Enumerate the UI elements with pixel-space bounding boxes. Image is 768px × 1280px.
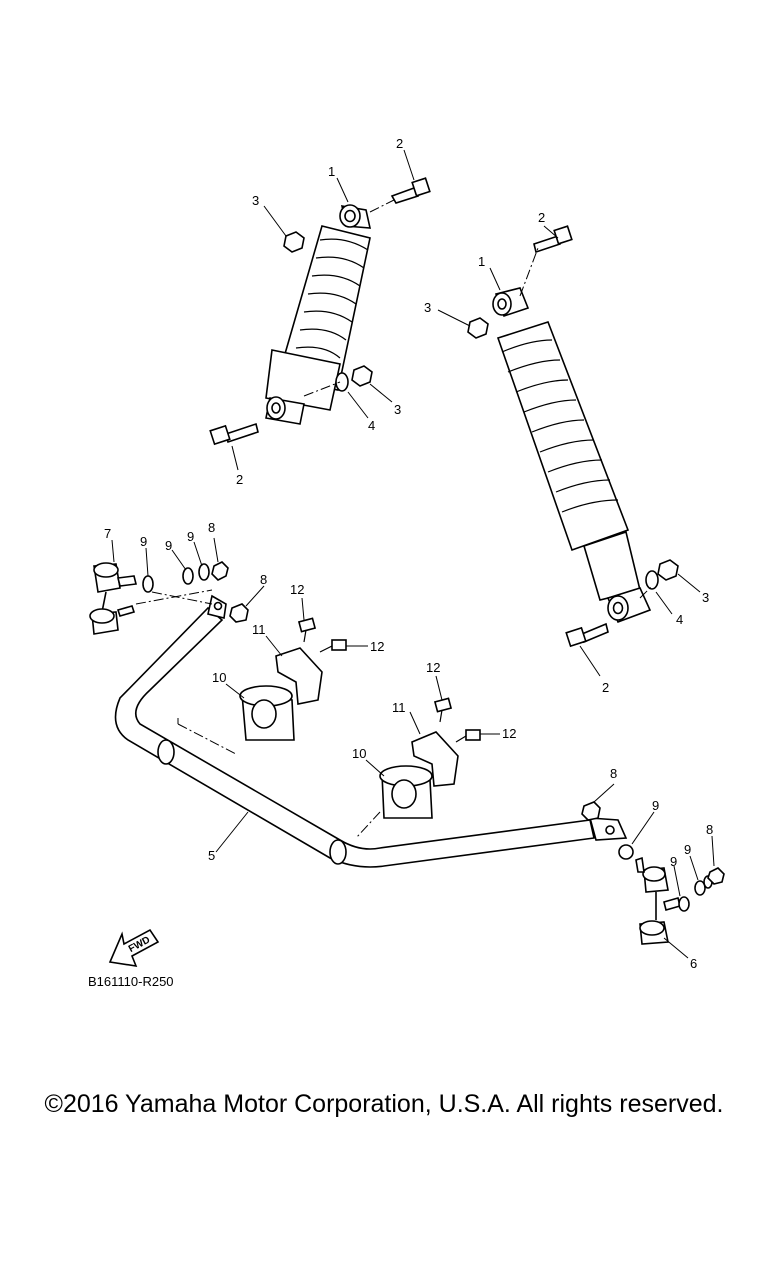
copyright-notice: ©2016 Yamaha Motor Corporation, U.S.A. A…: [44, 1090, 724, 1118]
leader-lines: [111, 149, 715, 959]
callout-9: 9: [187, 529, 194, 544]
callout-10: 10: [212, 670, 226, 685]
callout-2: 2: [538, 210, 545, 225]
callout-12: 12: [290, 582, 304, 597]
callout-1: 1: [328, 164, 335, 179]
callout-3: 3: [424, 300, 431, 315]
stabilizer-bar: [114, 594, 628, 868]
right-shock-absorber: [467, 225, 679, 648]
callout-4: 4: [676, 612, 683, 627]
link-rod-left: [89, 561, 249, 635]
callout-11: 11: [392, 700, 406, 715]
bushing-left: [239, 685, 295, 741]
callout-12: 12: [502, 726, 516, 741]
callout-2: 2: [602, 680, 609, 695]
bracket-left: [275, 617, 347, 705]
callout-8: 8: [260, 572, 267, 587]
callout-8: 8: [208, 520, 215, 535]
left-shock-absorber: [209, 177, 431, 446]
callout-7: 7: [104, 526, 111, 541]
callout-12: 12: [426, 660, 440, 675]
bushing-right: [379, 765, 433, 819]
callout-3: 3: [702, 590, 709, 605]
callout-2: 2: [396, 136, 403, 151]
callouts: 1 2 3 2 4 3 1 2 3 2 4 3 7 9 9 9 8 8 12 1…: [104, 136, 713, 971]
callout-3: 3: [394, 402, 401, 417]
callout-9: 9: [140, 534, 147, 549]
callout-12: 12: [370, 639, 384, 654]
callout-4: 4: [368, 418, 375, 433]
link-rod-right: [581, 801, 725, 945]
callout-9: 9: [652, 798, 659, 813]
callout-9: 9: [684, 842, 691, 857]
fwd-arrow-icon: FWD: [108, 928, 160, 968]
callout-9: 9: [165, 538, 172, 553]
callout-10: 10: [352, 746, 366, 761]
callout-1: 1: [478, 254, 485, 269]
callout-6: 6: [690, 956, 697, 971]
bracket-right: [411, 697, 481, 787]
callout-8: 8: [706, 822, 713, 837]
callout-3: 3: [252, 193, 259, 208]
callout-9: 9: [670, 854, 677, 869]
callout-5: 5: [208, 848, 215, 863]
callout-8: 8: [610, 766, 617, 781]
callout-11: 11: [252, 622, 266, 637]
diagram-code: B161110-R250: [88, 974, 174, 989]
callout-2: 2: [236, 472, 243, 487]
